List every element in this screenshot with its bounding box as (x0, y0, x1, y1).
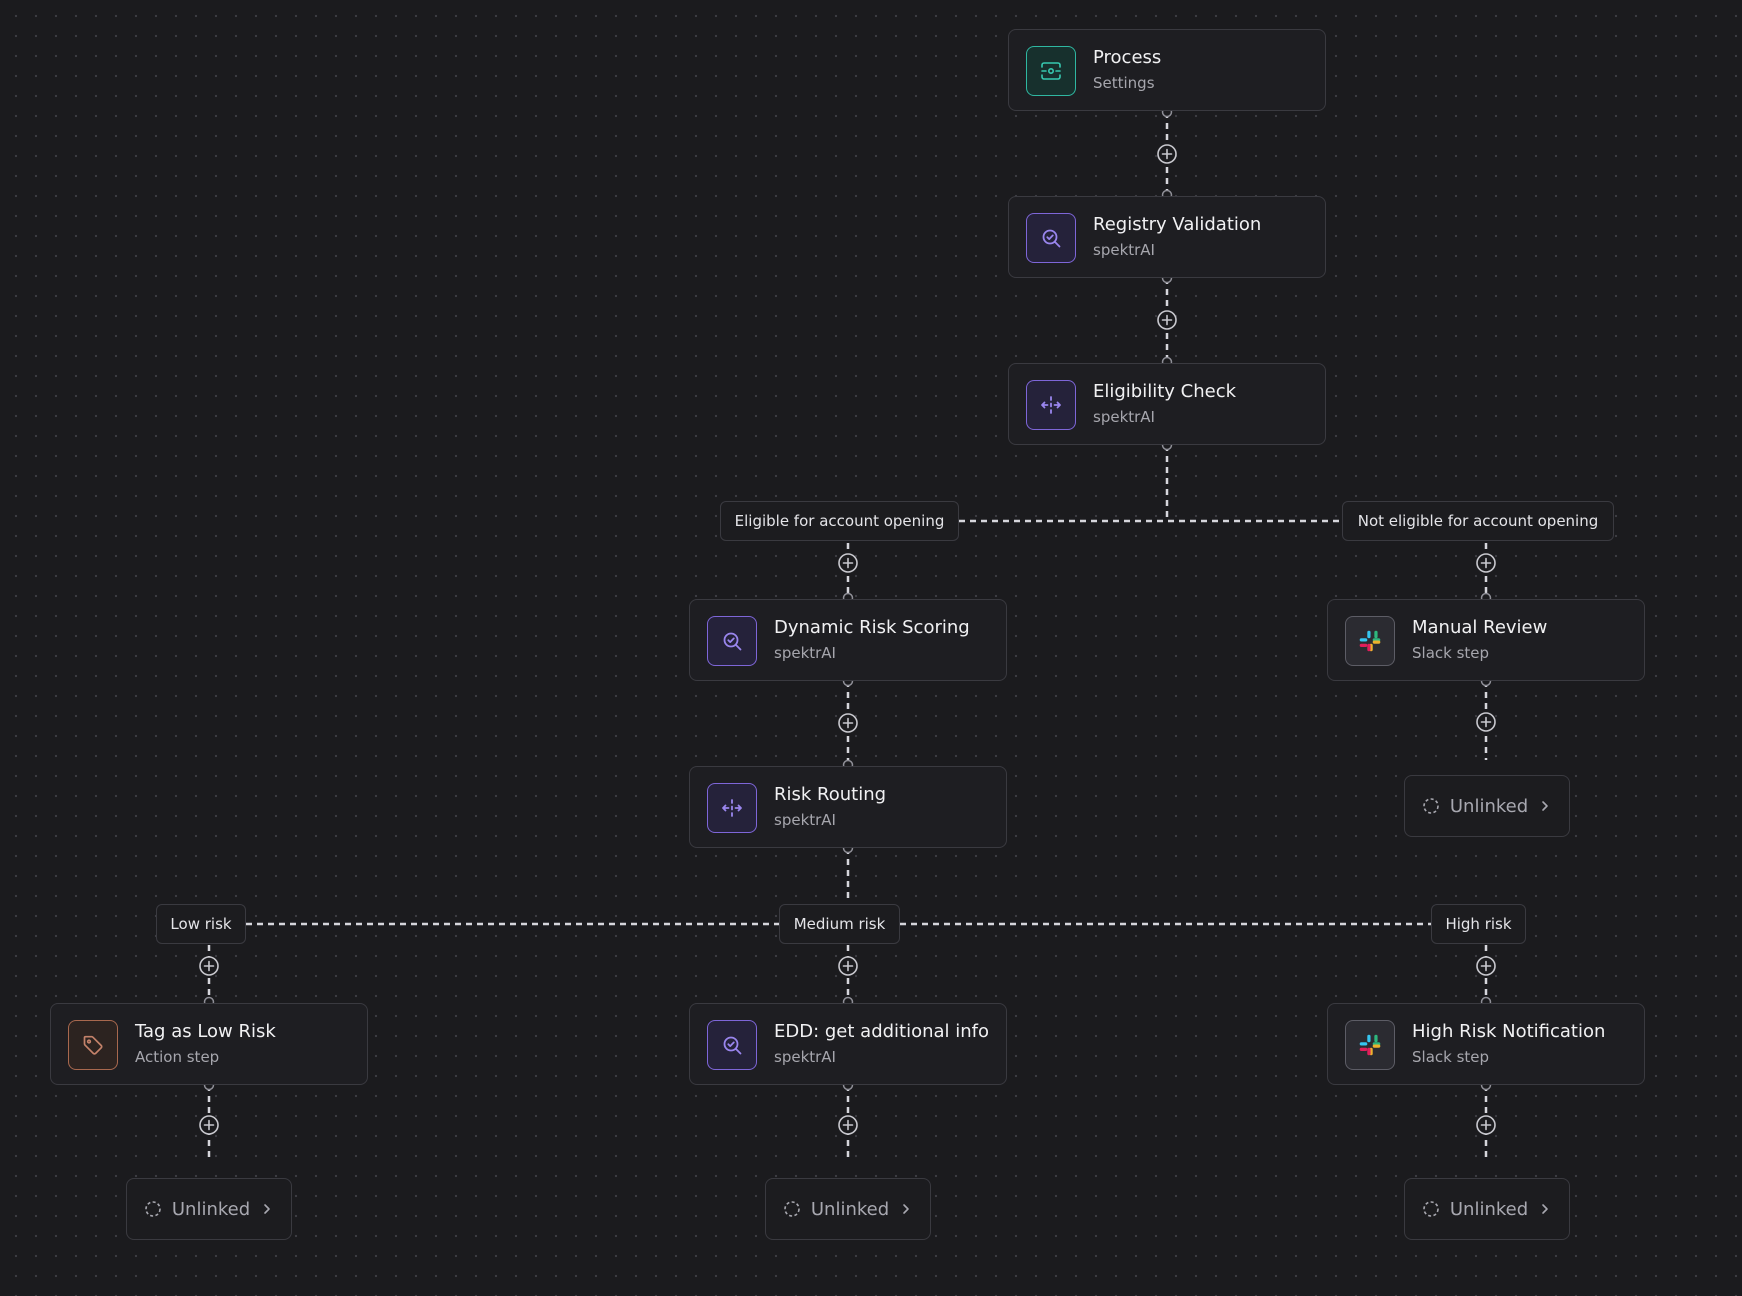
node-title: High Risk Notification (1412, 1021, 1606, 1042)
add-step-icon[interactable] (837, 955, 859, 977)
node-subtitle: spektrAI (774, 644, 836, 662)
node-title: Tag as Low Risk (135, 1021, 276, 1042)
branch-label-low-risk[interactable]: Low risk (156, 904, 246, 944)
node-eligibility-check[interactable]: Eligibility Check spektrAI (1008, 363, 1326, 445)
add-step-icon[interactable] (1156, 143, 1178, 165)
branch-label-medium-risk[interactable]: Medium risk (779, 904, 900, 944)
node-title: Dynamic Risk Scoring (774, 617, 970, 638)
node-high-risk-notification[interactable]: High Risk Notification Slack step (1327, 1003, 1645, 1085)
chevron-right-icon (1538, 1202, 1552, 1216)
unlinked-label: Unlinked (1449, 795, 1529, 817)
magnifier-check-icon (1026, 213, 1076, 263)
magnifier-check-icon (707, 616, 757, 666)
dashed-circle-icon (1422, 797, 1440, 815)
node-subtitle: Action step (135, 1048, 220, 1066)
dashed-circle-icon (1422, 1200, 1440, 1218)
node-title: Registry Validation (1093, 214, 1262, 235)
chevron-right-icon (899, 1202, 913, 1216)
split-arrows-icon (707, 783, 757, 833)
add-step-icon[interactable] (1475, 711, 1497, 733)
add-step-icon[interactable] (198, 955, 220, 977)
node-subtitle: spektrAI (774, 1048, 836, 1066)
node-title: Eligibility Check (1093, 381, 1237, 402)
chevron-right-icon (260, 1202, 274, 1216)
node-tag-low-risk[interactable]: Tag as Low Risk Action step (50, 1003, 368, 1085)
node-subtitle: Slack step (1412, 644, 1490, 662)
add-step-icon[interactable] (837, 1114, 859, 1136)
dashed-circle-icon (783, 1200, 801, 1218)
branch-label-high-risk[interactable]: High risk (1431, 904, 1526, 944)
node-edd[interactable]: EDD: get additional info spektrAI (689, 1003, 1007, 1085)
unlinked-label: Unlinked (810, 1198, 890, 1220)
node-subtitle: spektrAI (774, 811, 836, 829)
node-subtitle: Slack step (1412, 1048, 1490, 1066)
node-title: EDD: get additional info (774, 1021, 990, 1042)
node-subtitle: Settings (1093, 74, 1155, 92)
branch-label-not-eligible[interactable]: Not eligible for account opening (1342, 501, 1614, 541)
unlinked-label: Unlinked (1449, 1198, 1529, 1220)
settings-icon (1026, 46, 1076, 96)
add-step-icon[interactable] (1475, 955, 1497, 977)
slack-icon (1345, 616, 1395, 666)
node-subtitle: spektrAI (1093, 241, 1155, 259)
node-risk-routing[interactable]: Risk Routing spektrAI (689, 766, 1007, 848)
node-title: Risk Routing (774, 784, 887, 805)
add-step-icon[interactable] (837, 552, 859, 574)
node-title: Manual Review (1412, 617, 1548, 638)
add-step-icon[interactable] (837, 712, 859, 734)
add-step-icon[interactable] (1475, 1114, 1497, 1136)
add-step-icon[interactable] (1475, 552, 1497, 574)
dashed-circle-icon (144, 1200, 162, 1218)
add-step-icon[interactable] (198, 1114, 220, 1136)
node-subtitle: spektrAI (1093, 408, 1155, 426)
magnifier-check-icon (707, 1020, 757, 1070)
add-step-icon[interactable] (1156, 309, 1178, 331)
split-arrows-icon (1026, 380, 1076, 430)
node-title: Process (1093, 47, 1162, 68)
tag-icon (68, 1020, 118, 1070)
unlinked-label: Unlinked (171, 1198, 251, 1220)
chevron-right-icon (1538, 799, 1552, 813)
slack-icon (1345, 1020, 1395, 1070)
unlinked-button-edd[interactable]: Unlinked (765, 1178, 931, 1240)
node-registry-validation[interactable]: Registry Validation spektrAI (1008, 196, 1326, 278)
node-process[interactable]: Process Settings (1008, 29, 1326, 111)
branch-label-eligible[interactable]: Eligible for account opening (720, 501, 959, 541)
unlinked-button-high-risk[interactable]: Unlinked (1404, 1178, 1570, 1240)
unlinked-button-low-risk[interactable]: Unlinked (126, 1178, 292, 1240)
node-manual-review[interactable]: Manual Review Slack step (1327, 599, 1645, 681)
unlinked-button-manual-review[interactable]: Unlinked (1404, 775, 1570, 837)
node-dynamic-risk-scoring[interactable]: Dynamic Risk Scoring spektrAI (689, 599, 1007, 681)
